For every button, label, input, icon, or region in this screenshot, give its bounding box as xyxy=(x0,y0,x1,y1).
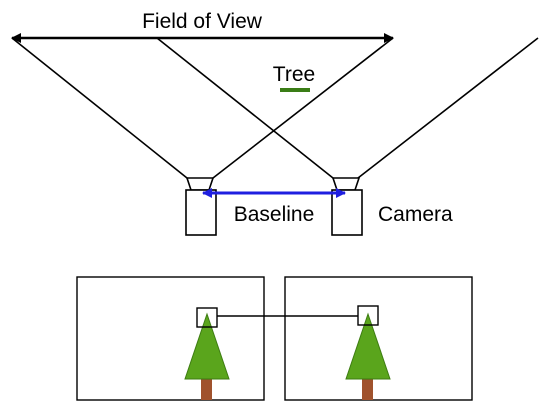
right-camera-fov-line-right xyxy=(357,37,539,179)
right-tree-foliage xyxy=(345,312,391,380)
left-image-frame xyxy=(76,276,265,401)
left-image xyxy=(76,276,265,401)
right-camera-fov-line-left xyxy=(156,37,334,179)
left-camera-body xyxy=(185,189,217,236)
right-tree-trunk xyxy=(362,378,373,400)
right-image xyxy=(284,276,473,401)
right-camera xyxy=(331,177,363,236)
left-match-box xyxy=(196,307,218,328)
left-camera-fov-line-right xyxy=(212,37,394,179)
left-camera-lens xyxy=(185,177,215,191)
field-of-view-label: Field of View xyxy=(142,10,263,33)
left-tree-trunk xyxy=(201,378,212,400)
camera-label: Camera xyxy=(378,203,453,226)
baseline-label: Baseline xyxy=(234,203,315,226)
tree-label: Tree xyxy=(273,63,315,86)
left-tree-foliage xyxy=(184,312,230,380)
right-image-frame xyxy=(284,276,473,401)
right-camera-body xyxy=(331,189,363,236)
left-camera-fov-line-left xyxy=(11,37,188,179)
left-camera xyxy=(185,177,217,236)
right-camera-lens xyxy=(331,177,361,191)
